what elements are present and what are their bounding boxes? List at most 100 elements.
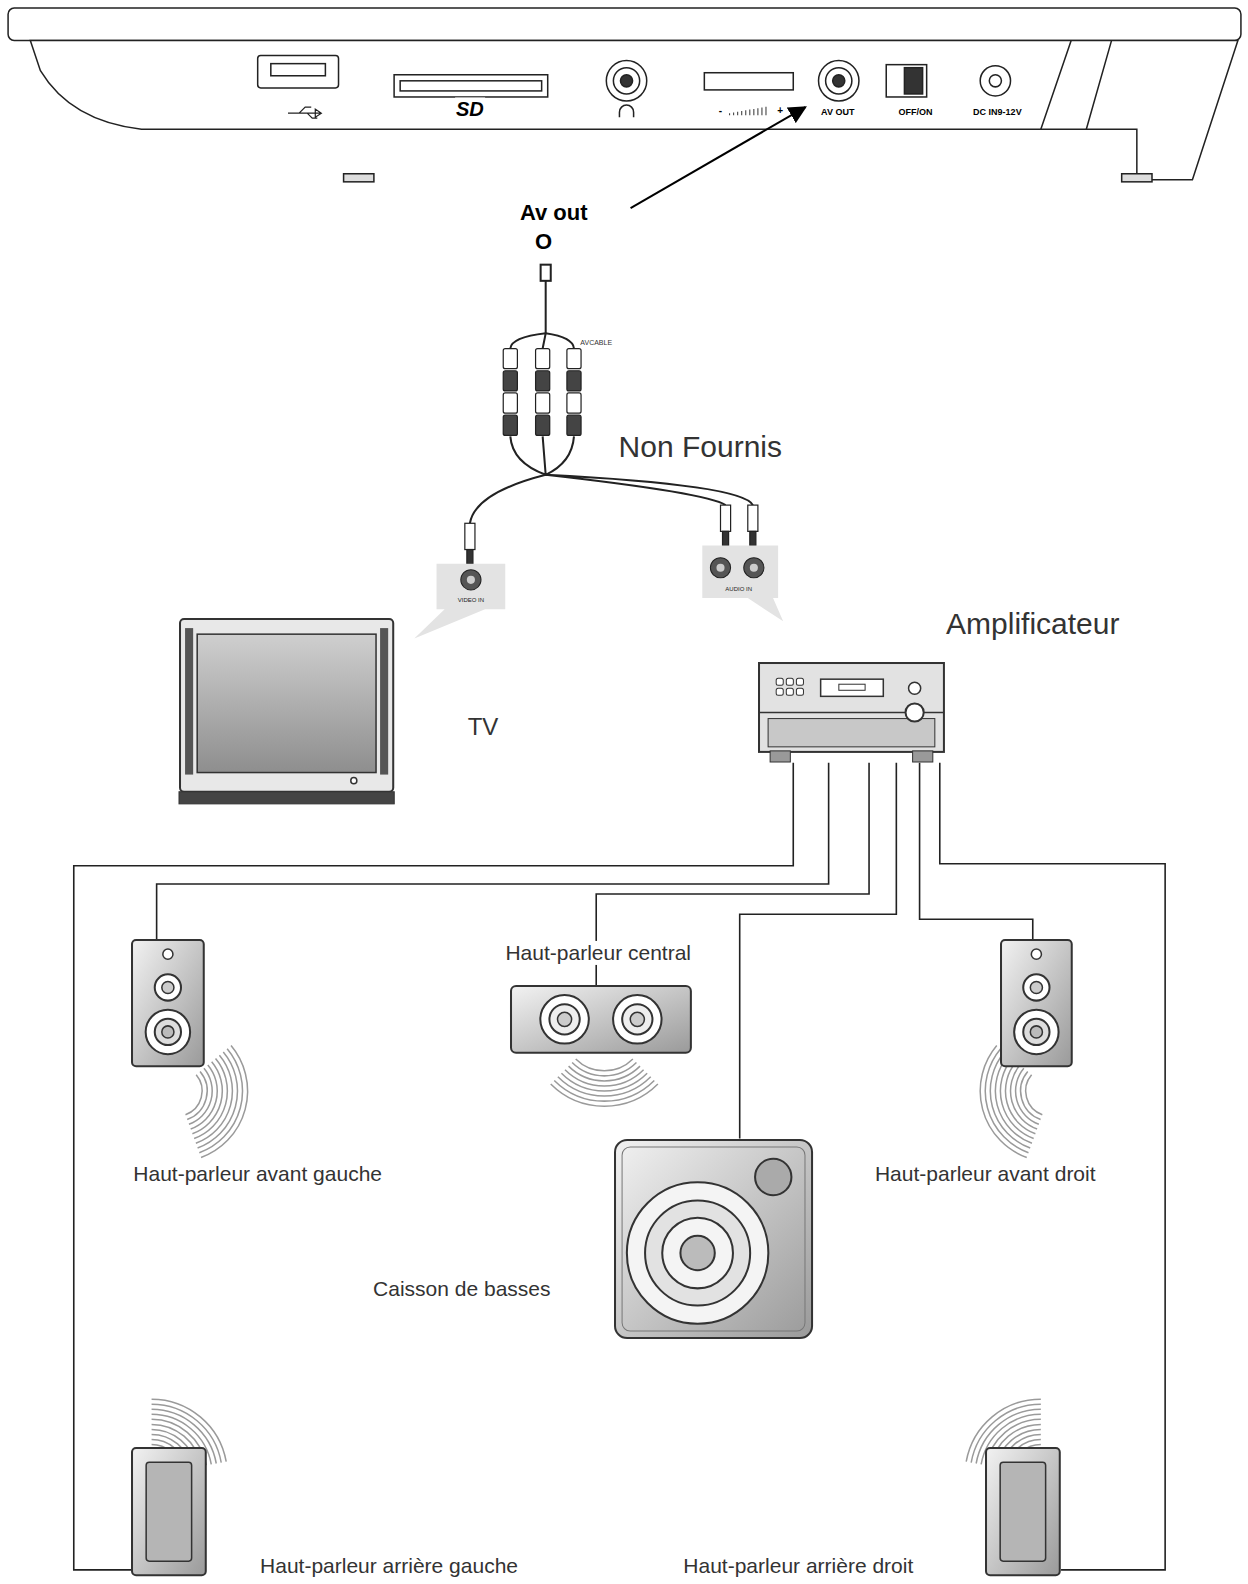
shape-part: [759, 663, 944, 752]
speaker-wire: [740, 763, 897, 1139]
shape-part: [162, 1026, 174, 1038]
shape-part: [1015, 1010, 1059, 1054]
plug-segment: [503, 349, 517, 369]
shape-part: [351, 778, 357, 784]
rear-speaker-outline: [985, 1447, 1061, 1576]
subwoofer-outline: [614, 1139, 813, 1339]
shape-part: [776, 678, 783, 685]
shape-part: [541, 995, 590, 1043]
shape-part: [132, 1448, 206, 1575]
front-speaker: Haut-parleur avant droit: [1000, 939, 1073, 1067]
shape-part: [155, 975, 181, 1001]
shape-part: [197, 634, 376, 772]
shape-part: [755, 1158, 791, 1194]
plug-segment: [567, 393, 581, 413]
television: TV: [179, 618, 394, 805]
center-speaker: Haut-parleur central: [510, 985, 692, 1054]
volume-bar: [761, 107, 762, 115]
shape-part: [908, 682, 920, 694]
av-cable: [470, 265, 753, 524]
shape-part: [768, 718, 935, 746]
shape-part: [622, 1004, 652, 1034]
shape-part: [631, 1012, 645, 1026]
center-speaker-outline: [510, 985, 692, 1054]
node-label: Haut-parleur avant droit: [872, 1162, 1099, 1186]
front-speaker-outline: [131, 939, 205, 1067]
rca-plug: [721, 505, 731, 531]
shape-part: [180, 619, 393, 792]
shape-part: [786, 678, 793, 685]
volume-bar: [733, 112, 734, 115]
jack-symbol: O: [534, 230, 553, 255]
plug-segment: [536, 415, 550, 435]
shape-part: [770, 751, 790, 762]
shape-part: [821, 679, 884, 696]
audio-in-panel: [702, 546, 783, 622]
plug-segment: [503, 415, 517, 435]
shape-part: [986, 1448, 1060, 1575]
shape-part: [615, 1140, 812, 1338]
rca-plug: [465, 523, 475, 549]
volume-bar: [749, 110, 750, 116]
volume-bar: [753, 109, 754, 115]
port-label: DC IN9-12V: [972, 107, 1023, 117]
shape-part: [1031, 982, 1043, 994]
volume-bar: [729, 113, 730, 115]
volume-minus: -: [718, 105, 723, 117]
shape-part: [796, 688, 803, 695]
shape-part: [550, 1004, 580, 1034]
rear-speaker: Haut-parleur arrière droit: [985, 1447, 1061, 1576]
node-label: Caisson de basses: [370, 1277, 553, 1301]
rear-speaker-outline: [131, 1447, 207, 1576]
shape-part: [796, 678, 803, 685]
cable-label: AVCABLE: [579, 339, 613, 347]
volume-plus: +: [776, 105, 784, 117]
plug-segment: [536, 371, 550, 391]
rca-pin: [723, 531, 729, 545]
shape-part: [163, 950, 173, 960]
shape-part: [627, 1182, 768, 1323]
shape-part: [1000, 1462, 1045, 1561]
volume-bar: [757, 108, 758, 115]
plug-segment: [503, 371, 517, 391]
shape-part: [776, 688, 783, 695]
shape-part: [511, 986, 691, 1053]
node-label: Haut-parleur arrière gauche: [257, 1554, 521, 1578]
sd-logo: SD: [455, 98, 485, 121]
node-label: Haut-parleur central: [502, 941, 694, 965]
shape-part: [663, 1217, 734, 1288]
front-speaker: Haut-parleur avant gauche: [131, 939, 205, 1067]
plug-segment: [503, 393, 517, 413]
shape-part: [1024, 1019, 1050, 1045]
rca-pin: [750, 531, 756, 545]
callout-label: Av out: [519, 200, 589, 225]
shape-part: [179, 792, 394, 804]
sound-waves: [152, 1046, 1043, 1470]
speaker-wire: [920, 763, 1033, 940]
shape-part: [162, 982, 174, 994]
shape-part: [380, 628, 388, 774]
shape-part: [132, 940, 204, 1066]
television-outline: [179, 618, 394, 805]
subwoofer: Caisson de basses: [614, 1139, 813, 1339]
leader-arrow: [631, 107, 806, 208]
shape-part: [155, 1019, 181, 1045]
volume-bar: [737, 112, 738, 115]
shape-part: [681, 1235, 715, 1269]
rca-pin: [467, 550, 473, 564]
node-label: TV: [465, 714, 502, 742]
shape-part: [912, 751, 932, 762]
volume-bar: [765, 107, 766, 115]
port-label: OFF/ON: [898, 107, 934, 117]
shape-part: [1031, 1026, 1043, 1038]
shape-part: [905, 703, 923, 721]
plug-segment: [567, 415, 581, 435]
shape-part: [613, 995, 662, 1043]
amplifier: Amplificateur: [758, 662, 945, 763]
input-label: AUDIO IN: [724, 585, 753, 592]
node-label: Amplificateur: [943, 607, 1122, 642]
rca-plug: [748, 505, 758, 531]
shape-part: [1032, 950, 1042, 960]
